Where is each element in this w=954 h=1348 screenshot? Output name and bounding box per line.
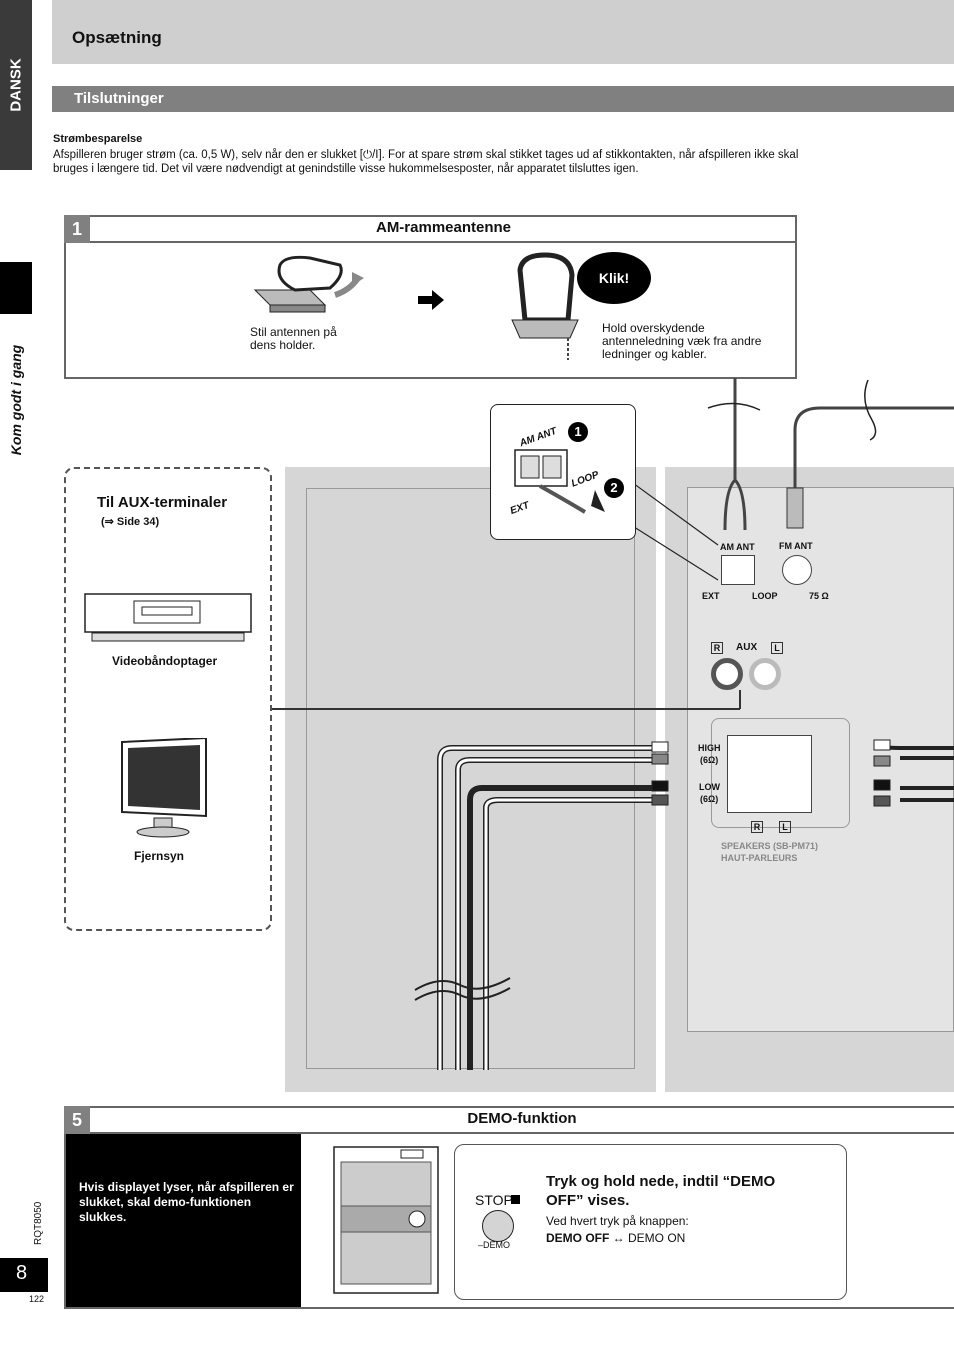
page-title: Opsætning	[72, 28, 162, 47]
step1-title: AM-rammeantenne	[90, 215, 797, 243]
low-label: LOW	[699, 782, 720, 792]
am-ant-label: AM ANT	[720, 542, 755, 552]
section-marker	[0, 262, 32, 314]
fm-ant-terminal	[782, 555, 812, 585]
demo-toggle-line: DEMO OFF ↔ DEMO ON	[546, 1231, 685, 1245]
high-label: HIGH	[698, 743, 721, 753]
subheader-title: Tilslutninger	[74, 90, 164, 107]
page-header: Opsætning	[52, 0, 954, 64]
loop-label: LOOP	[752, 591, 778, 601]
aux-title: Til AUX-terminaler	[97, 494, 228, 511]
sub-header: Tilslutninger	[52, 86, 954, 112]
low-impedance: (6Ω)	[700, 794, 719, 804]
aux-label: AUX	[736, 642, 758, 653]
speaker-l-label: L	[779, 821, 791, 833]
step5-number: 5	[64, 1106, 90, 1134]
klik-bubble	[577, 252, 651, 304]
aux-r-jack	[711, 658, 743, 690]
ext-label: EXT	[702, 591, 720, 601]
stop-label: STOP	[475, 1192, 513, 1208]
speakers-label: SPEAKERS (SB-PM71)	[721, 841, 819, 851]
unit-front-illustration	[333, 1146, 439, 1294]
vcr-label: Videobåndoptager	[112, 654, 218, 668]
cable-diagram	[272, 378, 954, 1070]
demo-off-text: DEMO OFF	[546, 1231, 610, 1245]
demo-info-text: Hvis displayet lyser, når afspilleren er…	[79, 1180, 294, 1224]
arrow-right-icon	[418, 290, 444, 310]
antenna-mounted-illustration	[511, 252, 579, 360]
demo-instruction-card	[454, 1144, 847, 1300]
terminal-zoom-illustration	[514, 449, 605, 514]
fm-ant-label: FM ANT	[779, 541, 813, 551]
speaker-terminals	[727, 735, 812, 813]
caption-keep-cable-away: Hold overskydende antenneledning væk fra…	[602, 321, 762, 361]
high-impedance: (6Ω)	[700, 755, 719, 765]
tv-illustration	[121, 738, 207, 838]
fm-impedance-label: 75 Ω	[809, 591, 829, 601]
step1-number: 1	[64, 215, 90, 243]
vcr-illustration	[84, 593, 252, 642]
stop-button[interactable]	[482, 1210, 514, 1242]
antenna-stand-illustration	[253, 255, 364, 313]
demo-on-text: DEMO ON	[628, 1231, 686, 1245]
haut-parleurs-label: HAUT-PARLEURS	[721, 853, 798, 863]
doc-code: RQT8050	[33, 1201, 44, 1245]
demo-info-panel: Hvis displayet lyser, når afspilleren er…	[66, 1134, 301, 1307]
aux-l-label: L	[771, 642, 783, 654]
page-number-box: 8	[0, 1258, 48, 1292]
power-saving-title: Strømbesparelse	[53, 133, 143, 145]
speaker-r-label: R	[751, 821, 763, 833]
aux-l-jack	[749, 658, 781, 690]
step-2-badge: 2	[604, 478, 624, 498]
page-number: 8	[16, 1262, 28, 1284]
aux-r-label: R	[711, 642, 723, 654]
step5-box	[64, 1106, 954, 1309]
aux-device-box	[64, 467, 272, 931]
step1-box	[64, 215, 797, 379]
tv-label: Fjernsyn	[134, 849, 185, 863]
step5-title: DEMO-funktion	[90, 1106, 954, 1134]
aux-page-ref: (⇒ Side 34)	[101, 516, 160, 528]
step-1-badge: 1	[568, 422, 588, 442]
power-saving-text: Afspilleren bruger strøm (ca. 0,5 W), se…	[53, 149, 799, 175]
demo-button-label: –DEMO	[478, 1240, 511, 1250]
demo-each-press: Ved hvert tryk på knappen:	[546, 1214, 689, 1228]
caption-place-antenna: Stil antennen på dens holder.	[250, 325, 337, 352]
toggle-arrow-icon: ↔	[612, 1231, 625, 1245]
demo-instruction: Tryk og hold nede, indtil “DEMO OFF” vis…	[546, 1173, 776, 1209]
klik-label: Klik!	[598, 270, 630, 286]
speaker-terminal-block	[711, 718, 850, 828]
page-sub-number: 122	[29, 1294, 45, 1304]
am-ant-terminal	[721, 555, 755, 585]
language-tab: DANSK	[0, 0, 32, 170]
stop-icon	[511, 1195, 520, 1204]
